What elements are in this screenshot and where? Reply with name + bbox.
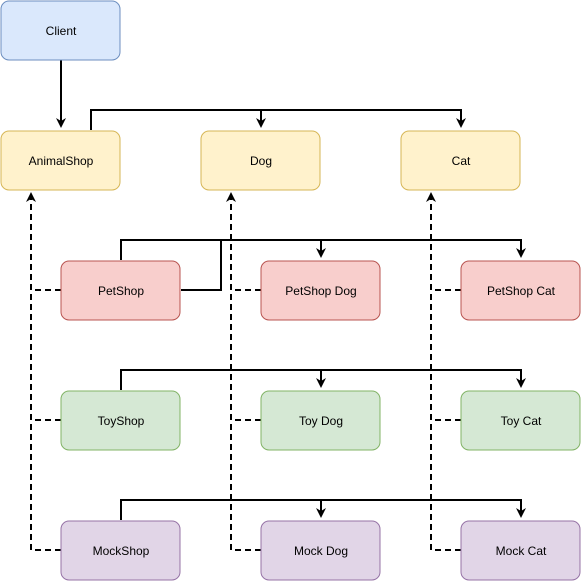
node-label: Mock Dog	[294, 544, 348, 558]
node-label: Client	[46, 24, 77, 38]
edge-petshop-petshopcat	[321, 239, 526, 258]
node-cat[interactable]: Cat	[400, 130, 521, 191]
edge-animalshop-impls	[26, 192, 61, 551]
node-toy-shop[interactable]: ToyShop	[60, 390, 181, 451]
node-label: Cat	[452, 154, 471, 168]
node-label: Dog	[250, 154, 272, 168]
node-pet-shop[interactable]: PetShop	[60, 260, 181, 321]
edge-animalshop-cat	[261, 109, 466, 128]
node-label: Toy Dog	[299, 414, 343, 428]
edge-cat-impls	[426, 192, 461, 551]
node-mock-cat[interactable]: Mock Cat	[460, 520, 581, 581]
node-mock-dog[interactable]: Mock Dog	[260, 520, 381, 581]
edge-mockshop-mockdog	[120, 499, 326, 520]
node-label: MockShop	[93, 544, 150, 558]
node-pet-shop-dog[interactable]: PetShop Dog	[260, 260, 381, 321]
node-label: AnimalShop	[29, 154, 94, 168]
node-pet-shop-cat[interactable]: PetShop Cat	[460, 260, 581, 321]
node-label: ToyShop	[98, 414, 145, 428]
node-label: Toy Cat	[501, 414, 542, 428]
edges	[56, 60, 526, 520]
node-dog[interactable]: Dog	[200, 130, 321, 191]
node-label: Mock Cat	[496, 544, 547, 558]
edge-toyshop-toycat	[321, 369, 526, 388]
node-mock-shop[interactable]: MockShop	[60, 520, 181, 581]
node-label: PetShop Dog	[285, 284, 356, 298]
edge-animalshop-dog	[90, 109, 266, 130]
edge-toyshop-toydog	[120, 369, 326, 390]
node-animal-shop[interactable]: AnimalShop	[0, 130, 121, 191]
node-label: PetShop	[98, 284, 144, 298]
node-label: PetShop Cat	[487, 284, 556, 298]
edge-petshop-right	[181, 240, 222, 291]
edge-dog-impls	[226, 192, 261, 551]
node-toy-cat[interactable]: Toy Cat	[460, 390, 581, 451]
node-client[interactable]: Client	[0, 0, 121, 61]
dashed-edges	[26, 192, 461, 551]
node-toy-dog[interactable]: Toy Dog	[260, 390, 381, 451]
edge-mockshop-mockcat	[321, 499, 526, 518]
